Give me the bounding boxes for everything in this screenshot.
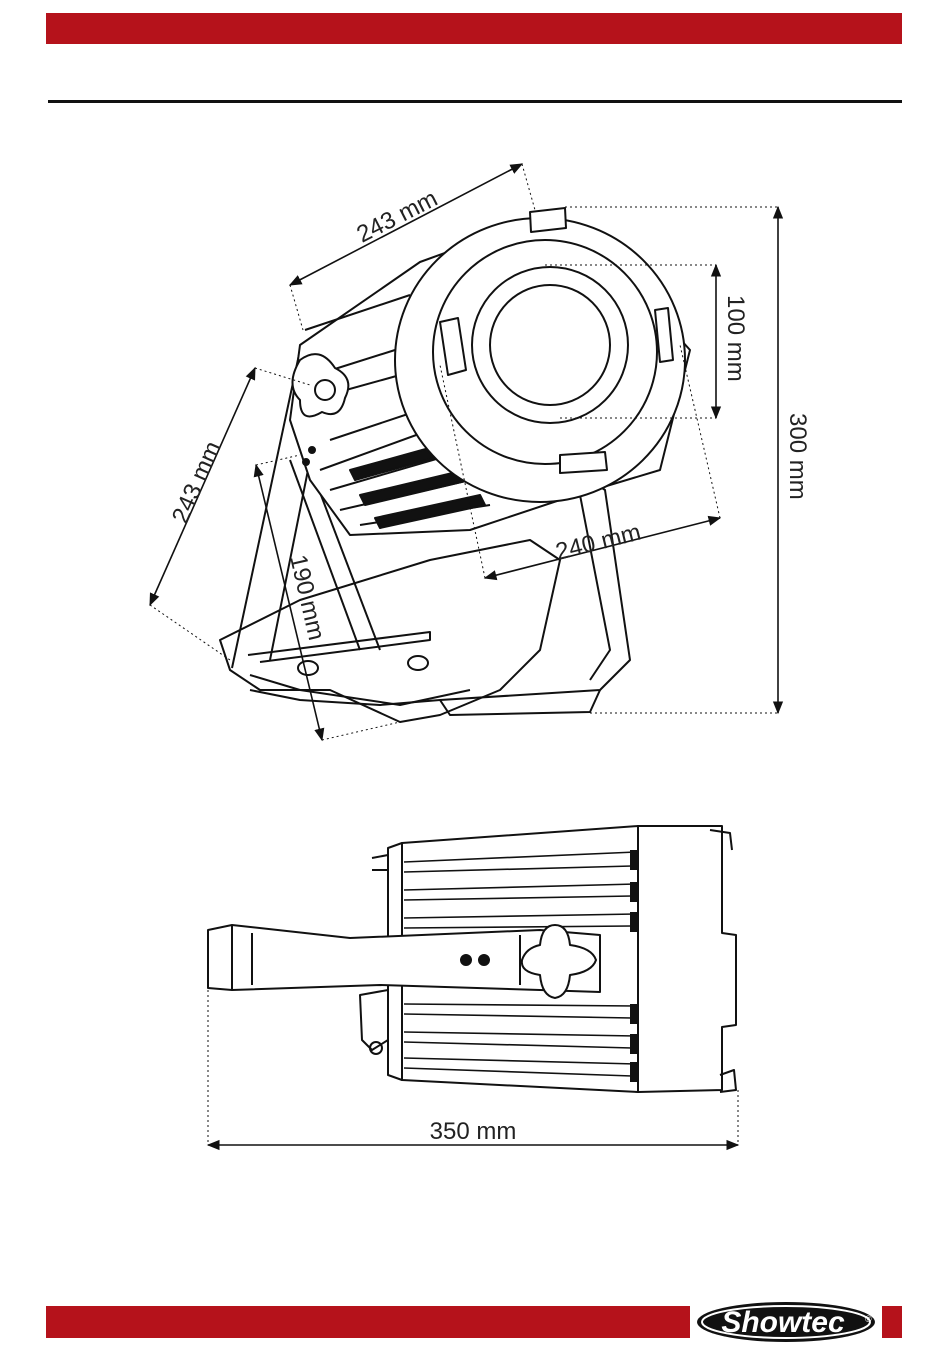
footer-bar: [46, 1306, 690, 1338]
side-view-drawing: [208, 826, 736, 1092]
dim-lens: 100 mm: [722, 295, 749, 382]
dim-side-length: 243 mm: [167, 437, 227, 527]
dim-width: 240 mm: [553, 519, 644, 566]
showtec-logo: Showtec ®: [695, 1300, 877, 1344]
dim-top-length: 243 mm: [352, 185, 442, 248]
logo-text: Showtec: [721, 1306, 845, 1339]
dim-depth: 350 mm: [430, 1118, 517, 1145]
dim-height: 300 mm: [784, 413, 811, 500]
logo-mark: ®: [865, 1314, 872, 1324]
footer-bar-end: [882, 1306, 902, 1338]
